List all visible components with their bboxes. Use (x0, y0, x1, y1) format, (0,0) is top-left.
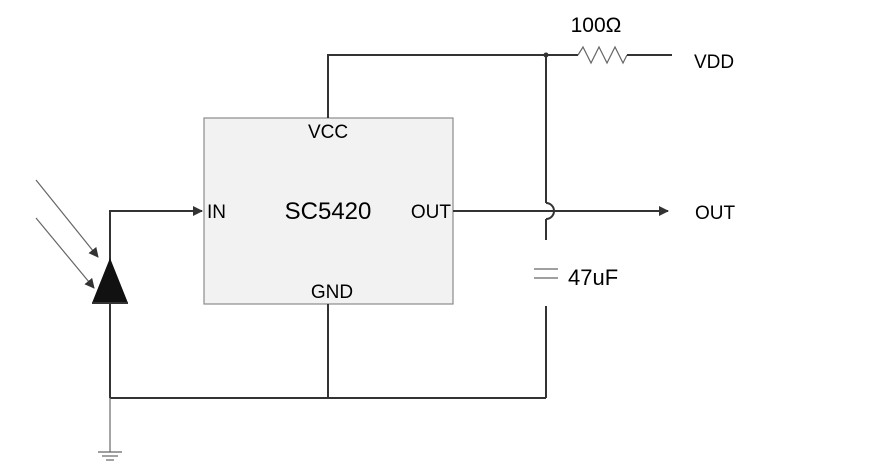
in-wire (109, 206, 203, 278)
ic-pin-out-label: OUT (411, 202, 452, 223)
out-net-label: OUT (695, 203, 736, 224)
ic-pin-in-label: IN (207, 202, 226, 223)
resistor-symbol (577, 45, 628, 65)
light-ray-2 (35, 217, 95, 289)
ground-icon (98, 451, 122, 461)
resistor-value: 100Ω (571, 14, 622, 37)
ic-pin-vcc-label: VCC (308, 122, 348, 143)
photodiode-symbol (92, 258, 128, 303)
ic-pin-gnd-label: GND (311, 282, 353, 303)
vcc-wire (327, 54, 546, 118)
ic-chip-name: SC5420 (285, 198, 372, 225)
light-ray-1 (35, 179, 99, 258)
ic-chip-body (203, 117, 454, 305)
capacitor-value: 47uF (568, 265, 618, 290)
vdd-label: VDD (694, 52, 734, 73)
